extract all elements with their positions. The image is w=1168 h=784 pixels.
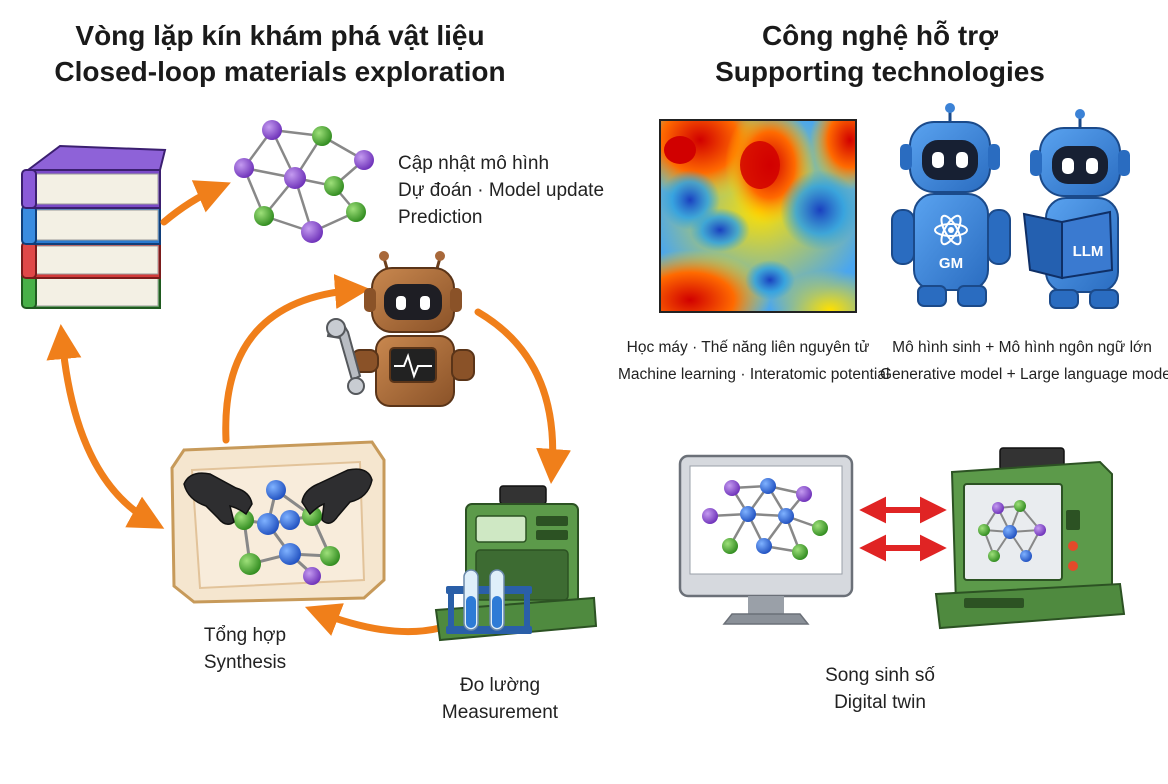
measurement-label: Đo lường Measurement (425, 672, 575, 726)
synthesis-label: Tổng hợp Synthesis (180, 622, 310, 676)
measurement-label-vi: Đo lường (459, 675, 541, 696)
support-title-vi: Công nghệ hỗ trợ (761, 20, 999, 51)
lab-robot-icon (326, 251, 475, 407)
arrow-books-to-model (160, 180, 231, 226)
ml-label-en: Machine learning · Interatomic potential (618, 366, 890, 383)
digital-twin-label-en: Digital twin (834, 692, 926, 713)
loop-title-vi: Vòng lặp kín khám phá vật liệu (75, 20, 485, 51)
synthesis-label-vi: Tổng hợp (203, 625, 287, 646)
llm-robot-icon: LLM (1022, 109, 1130, 309)
wrench-icon (326, 318, 365, 395)
model-update-label: Cập nhật mô hình Dự đoán · Model update … (398, 150, 618, 231)
twin-instrument-icon (934, 447, 1126, 630)
potential-heatmap-icon (659, 119, 857, 313)
arrow-measurement-to-synthesis (304, 603, 444, 636)
synthesis-label-en: Synthesis (203, 652, 287, 673)
model-update-line2: Dự đoán · Model update (398, 180, 605, 201)
measurement-label-en: Measurement (441, 702, 559, 723)
gm-llm-label-vi: Mô hình sinh + Mô hình ngôn ngữ lớn (892, 339, 1152, 356)
arrow-synthesis-to-robot (222, 274, 370, 444)
digital-twin-label-vi: Song sinh số (825, 665, 935, 686)
synthesis-glovebox-icon (170, 440, 386, 604)
gm-badge: GM (939, 255, 963, 272)
loop-arrows (46, 180, 571, 636)
database-books-icon (21, 144, 167, 309)
arrow-books-synthesis (46, 324, 165, 529)
sync-arrows (859, 496, 947, 562)
support-title: Công nghệ hỗ trợ Supporting technologies (690, 18, 1070, 90)
support-title-en: Supporting technologies (715, 56, 1045, 87)
llm-book-label: LLM (1073, 243, 1104, 260)
loop-title: Vòng lặp kín khám phá vật liệu Closed-lo… (0, 18, 560, 90)
ml-label-vi: Học máy · Thế năng liên nguyên tử (626, 339, 870, 356)
model-network-icon (234, 120, 374, 243)
test-tubes-icon (446, 569, 532, 634)
digital-twin-label: Song sinh số Digital twin (800, 662, 960, 716)
measurement-instrument-icon (434, 485, 598, 642)
gm-robot-icon: GM (891, 103, 1011, 307)
loop-title-en: Closed-loop materials exploration (54, 56, 506, 87)
book-icon: LLM (1022, 210, 1114, 280)
right-glove-icon (301, 468, 373, 524)
left-glove-icon (183, 472, 253, 525)
monitor-icon (678, 454, 854, 625)
gm-llm-label: Mô hình sinh + Mô hình ngôn ngữ lớn Gene… (880, 334, 1168, 388)
model-update-line3: Prediction (398, 207, 483, 228)
ml-label: Học máy · Thế năng liên nguyên tử Machin… (618, 334, 890, 388)
model-update-line1: Cập nhật mô hình (398, 153, 550, 174)
arrow-robot-to-measurement (474, 308, 571, 484)
gm-llm-label-en: Generative model + Large language model (880, 366, 1168, 383)
